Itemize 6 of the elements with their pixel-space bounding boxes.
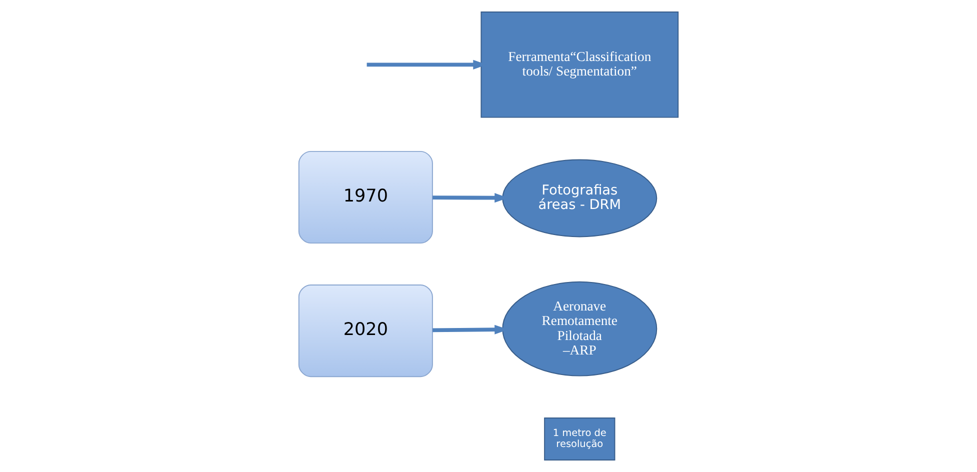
node-box: 2020 — [298, 284, 433, 378]
node-box: 1 metro de resolução — [544, 418, 616, 460]
node-box: 1970 — [298, 150, 433, 244]
node-ellipse: Aeronave Remotamente Pilotada –ARP — [502, 281, 658, 376]
node-ellipse: Fotografias áreas - DRM — [502, 159, 658, 238]
node-box: Ferramenta“Classification tools/ Segmentation” — [480, 12, 679, 118]
